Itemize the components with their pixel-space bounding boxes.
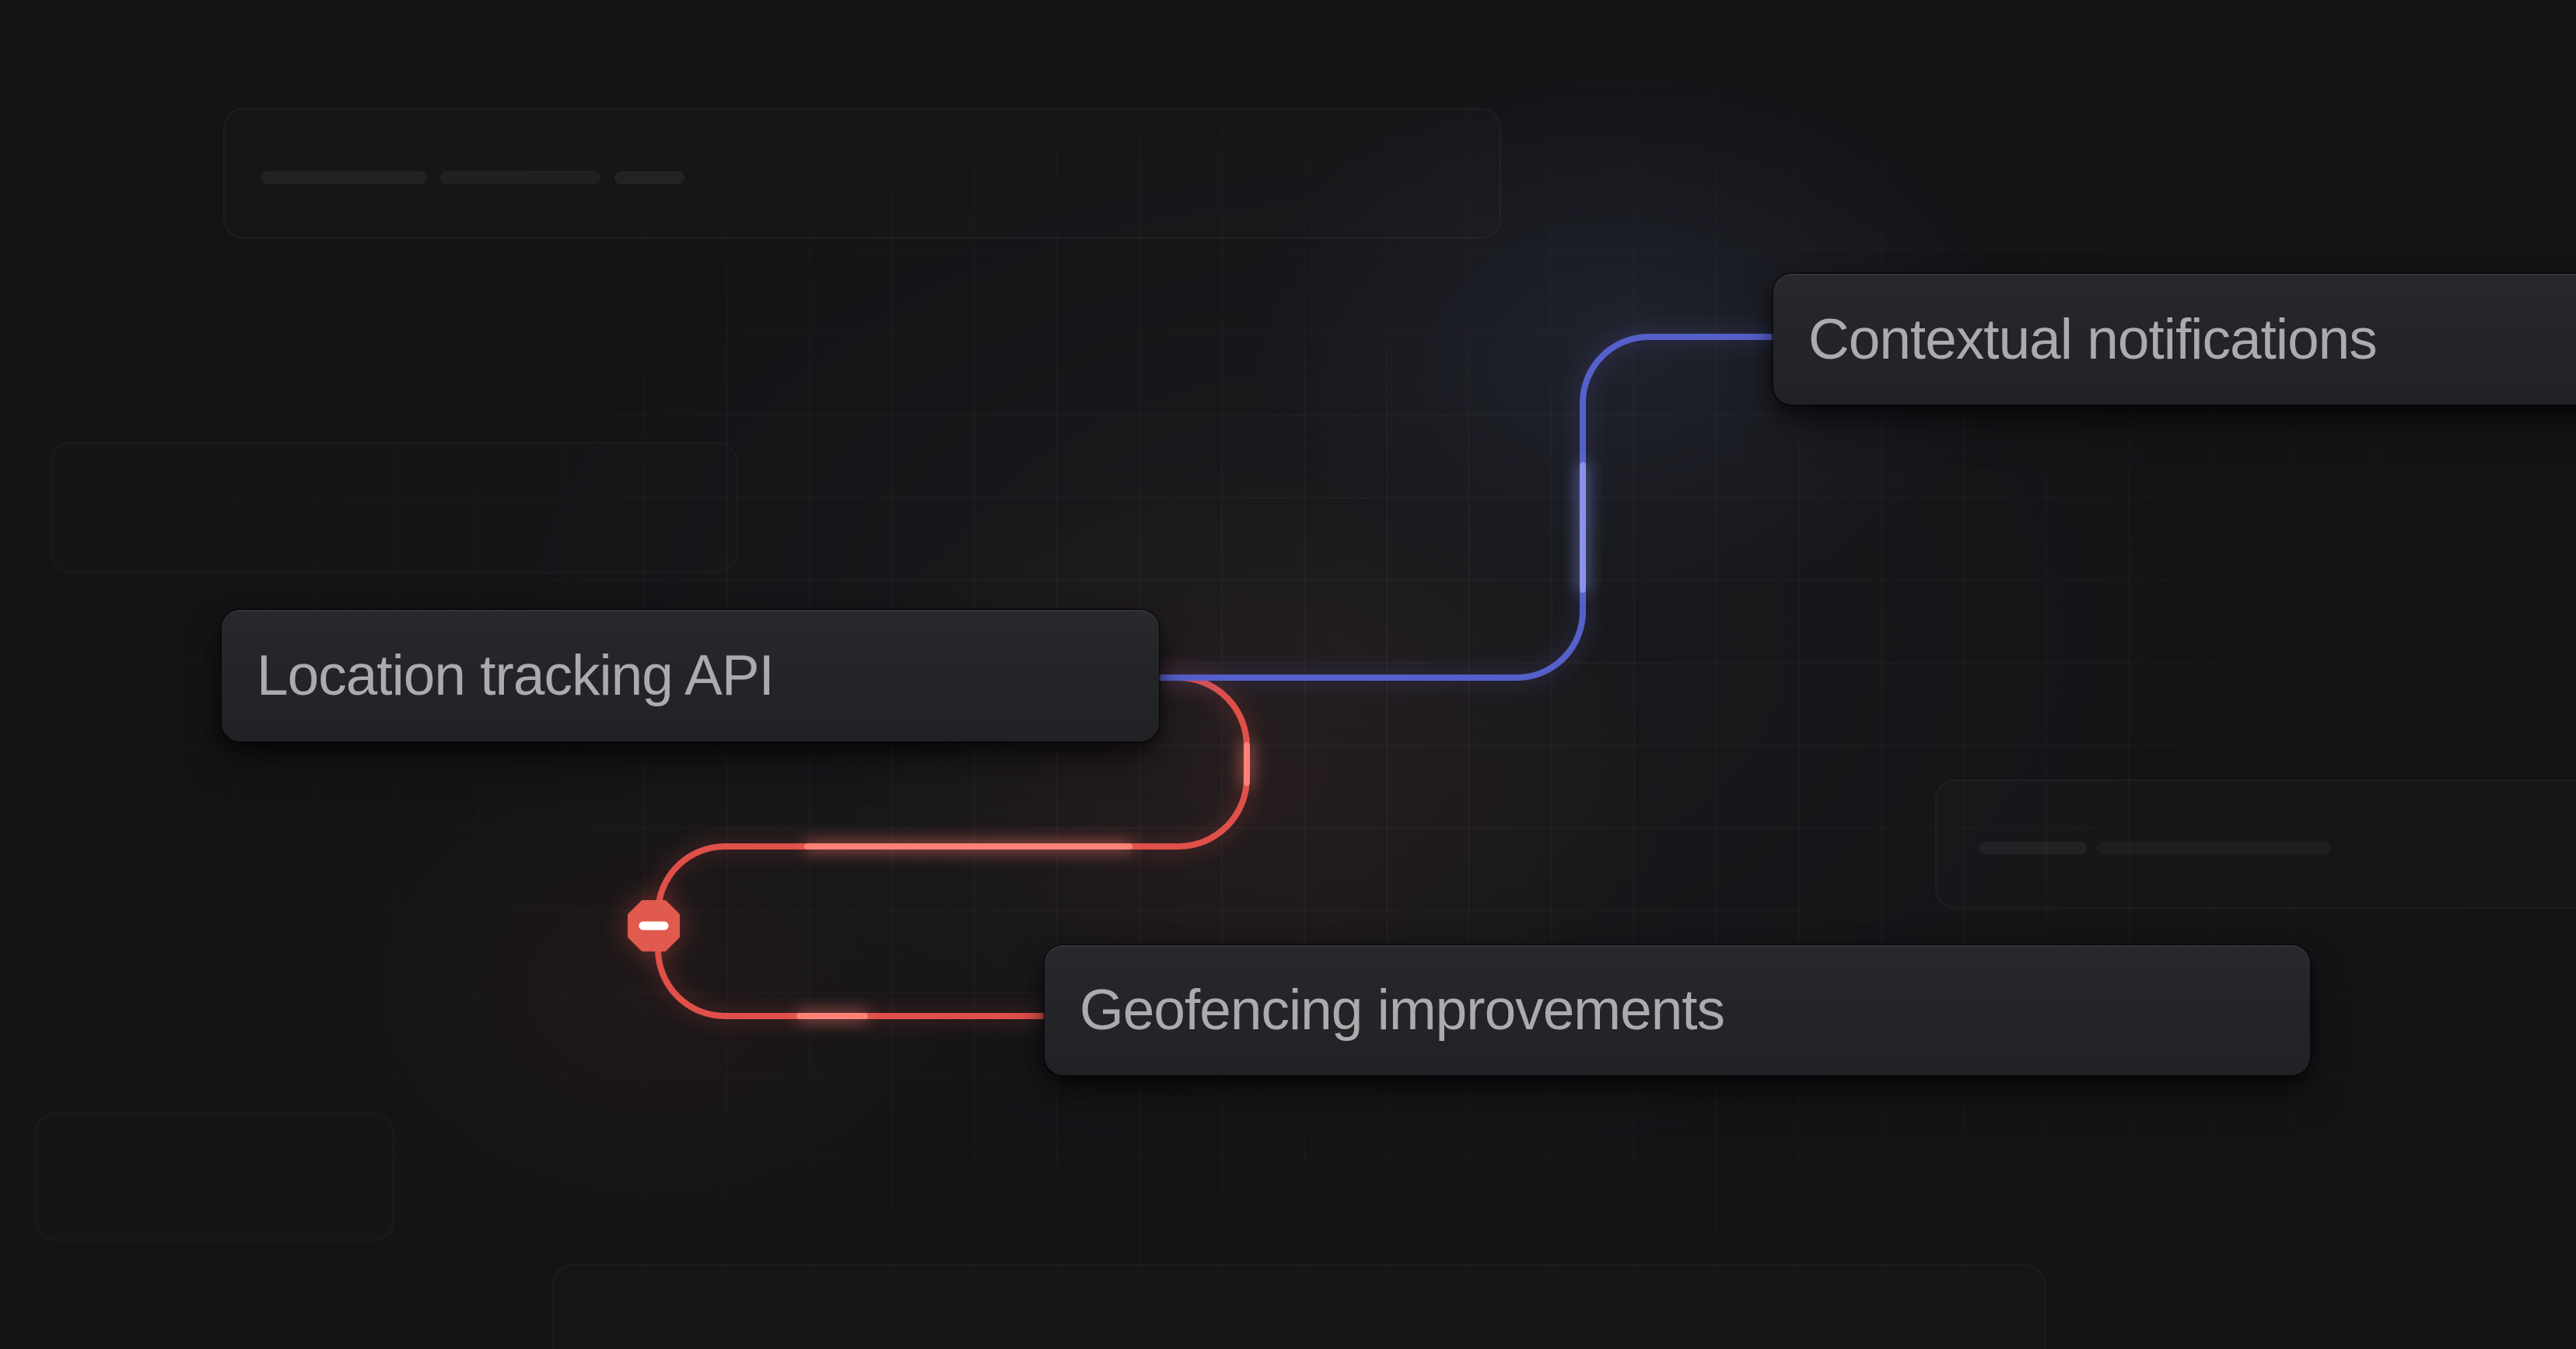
skeleton-dash	[261, 171, 427, 184]
skeleton-dash	[1979, 842, 2087, 854]
node-location-tracking-api[interactable]: Location tracking API	[222, 610, 1159, 741]
skeleton-dash	[614, 171, 684, 184]
blocked-connection-icon[interactable]	[628, 900, 680, 951]
skeleton-dash	[440, 171, 600, 184]
node-label: Contextual notifications	[1808, 307, 2378, 371]
node-contextual-notifications[interactable]: Contextual notifications	[1773, 274, 2576, 405]
edge-blue-connected[interactable]	[1155, 334, 1780, 681]
node-label: Geofencing improvements	[1080, 979, 1725, 1042]
minus-dash-icon	[639, 921, 669, 930]
node-label: Location tracking API	[257, 644, 775, 707]
ghost-card-right	[1935, 780, 2576, 909]
ghost-card-top	[223, 108, 1501, 239]
node-geofencing-improvements[interactable]: Geofencing improvements	[1045, 945, 2310, 1075]
